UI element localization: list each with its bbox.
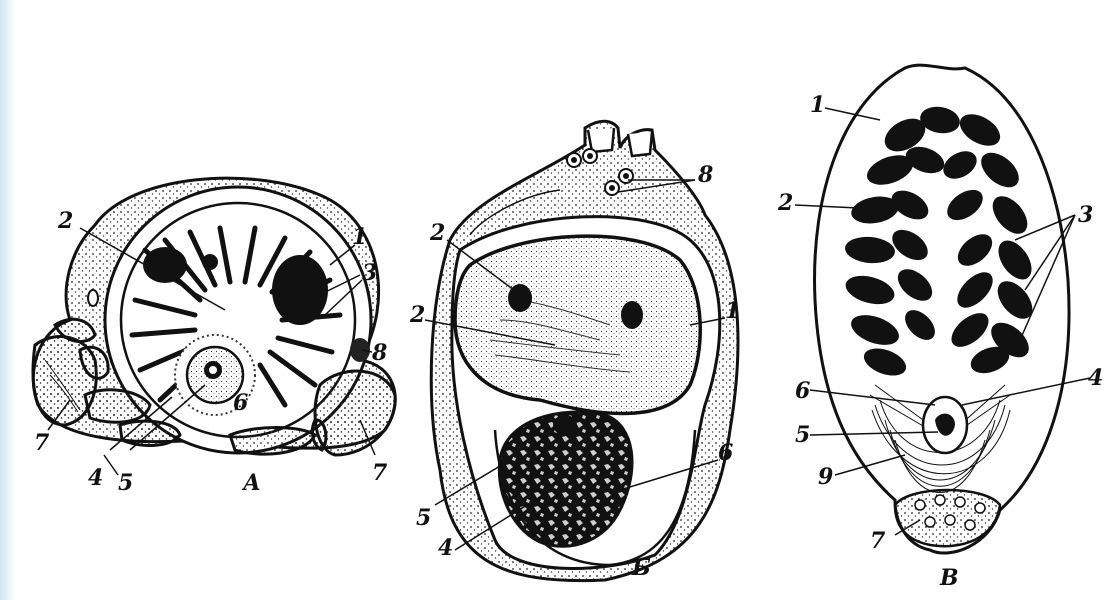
label-v-5: 5 — [795, 422, 810, 448]
label-v-4: 4 — [1088, 365, 1103, 391]
label-b-6: 6 — [718, 440, 733, 466]
label-a-2: 2 — [57, 208, 73, 234]
figure-b-upper-mass — [455, 236, 700, 413]
figure-b-letter: Б — [631, 555, 651, 581]
label-v-6: 6 — [795, 378, 810, 404]
label-b-8: 8 — [697, 162, 713, 188]
label-v-2: 2 — [777, 190, 793, 216]
label-b-4: 4 — [438, 535, 453, 561]
figure-b — [431, 121, 738, 580]
label-a-5: 5 — [118, 470, 133, 496]
label-v-9: 9 — [818, 464, 833, 490]
figure-v-letter: В — [939, 565, 959, 591]
label-b-2-lower: 2 — [409, 302, 425, 328]
label-a-7-left: 7 — [34, 430, 50, 456]
label-b-2-upper: 2 — [429, 220, 445, 246]
figure-a — [33, 178, 395, 455]
label-a-8: 8 — [371, 340, 387, 366]
label-v-3: 3 — [1078, 202, 1093, 228]
label-b-1: 1 — [725, 298, 740, 324]
figure-v — [815, 65, 1069, 553]
label-a-6: 6 — [233, 390, 248, 416]
label-v-7: 7 — [870, 528, 886, 554]
figure-a-letter: А — [241, 470, 261, 496]
label-a-7-right: 7 — [372, 460, 388, 486]
label-b-5: 5 — [416, 505, 431, 531]
label-a-4: 4 — [88, 465, 103, 491]
label-a-1: 1 — [352, 224, 367, 250]
label-a-3: 3 — [362, 260, 377, 286]
label-v-1: 1 — [810, 92, 825, 118]
